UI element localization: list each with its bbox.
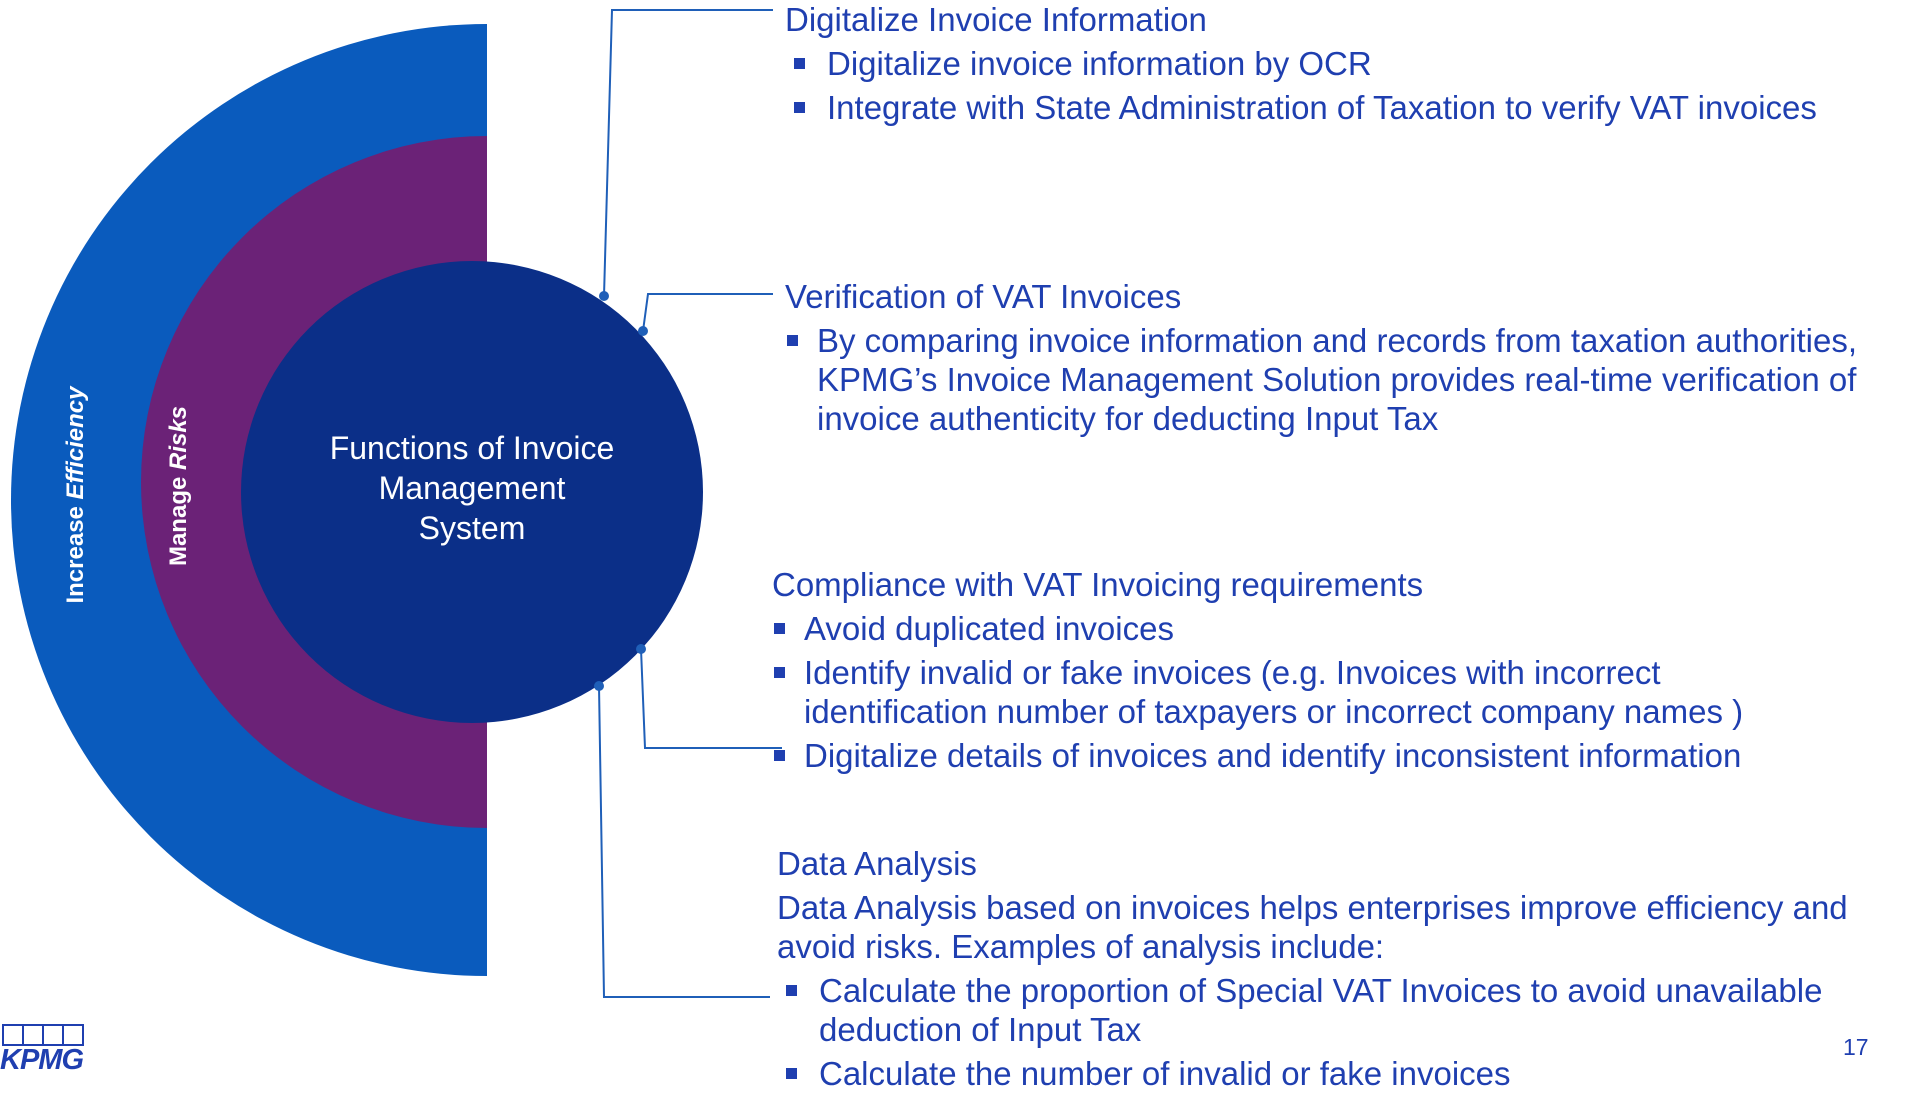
outer-ring-label-italic: Efficiency (62, 385, 89, 500)
middle-ring-label: Manage Risks (165, 406, 192, 566)
connector-lines (598, 9, 782, 998)
dot-compliance (636, 644, 646, 654)
bullet-item: Avoid duplicated invoices (772, 609, 1852, 648)
center-circle (241, 261, 703, 723)
section-verification-of-vat-invoices: Verification of VAT Invoices By comparin… (785, 277, 1865, 443)
bullet-item: Digitalize details of invoices and ident… (772, 736, 1852, 775)
connector-dots (594, 291, 648, 691)
logo-box (62, 1024, 84, 1046)
bullet-item: Digitalize invoice information by OCR (785, 44, 1895, 83)
section-paragraph: Data Analysis based on invoices helps en… (777, 889, 1848, 965)
bullet-item: Calculate the proportion of Special VAT … (777, 971, 1827, 1049)
bullet-item: Identify invalid or fake invoices (e.g. … (772, 653, 1852, 731)
logo-wordmark: KPMG (0, 1044, 84, 1076)
center-title-line-3: System (418, 510, 526, 546)
connector-compliance (640, 648, 782, 749)
outer-ring-label-plain: Increase (62, 499, 89, 603)
logo-box (2, 1024, 24, 1046)
logo-box (22, 1024, 44, 1046)
middle-ring-label-italic: Risks (165, 406, 192, 470)
bullet-list: Avoid duplicated invoices Identify inval… (772, 609, 1852, 775)
center-title: Functions of Invoice Management System (292, 428, 652, 548)
section-digitalize-invoice-information: Digitalize Invoice Information Digitaliz… (785, 0, 1895, 132)
bullet-list: Calculate the proportion of Special VAT … (777, 971, 1827, 1093)
section-title: Data Analysis (777, 845, 977, 882)
bullet-list: By comparing invoice information and rec… (785, 321, 1865, 438)
logo-box (42, 1024, 64, 1046)
section-title: Compliance with VAT Invoicing requiremen… (772, 566, 1424, 603)
section-data-analysis: Data Analysis Data Analysis based on inv… (777, 844, 1909, 1098)
kpmg-logo: KPMG (0, 1024, 84, 1076)
center-title-line-1: Functions of Invoice (329, 430, 615, 466)
section-compliance-with-vat-invoicing: Compliance with VAT Invoicing requiremen… (772, 565, 1852, 780)
bullet-item: Integrate with State Administration of T… (785, 88, 1895, 127)
section-title: Verification of VAT Invoices (785, 278, 1182, 315)
dot-data-analysis (594, 681, 604, 691)
bullet-item: Calculate the number of invalid or fake … (777, 1054, 1827, 1093)
dot-verification (638, 326, 648, 336)
dot-digitalize (599, 291, 609, 301)
center-title-line-2: Management (378, 470, 566, 506)
middle-ring-label-plain: Manage (165, 470, 192, 566)
connector-data-analysis (598, 685, 770, 998)
connector-digitalize (603, 9, 773, 297)
bullet-item: By comparing invoice information and rec… (785, 321, 1865, 438)
connector-verification (642, 293, 773, 332)
page-number: 17 (1843, 1034, 1869, 1060)
bullet-list: Digitalize invoice information by OCR In… (785, 44, 1895, 127)
outer-ring-label: Increase Efficiency (62, 385, 89, 604)
section-title: Digitalize Invoice Information (785, 1, 1207, 38)
